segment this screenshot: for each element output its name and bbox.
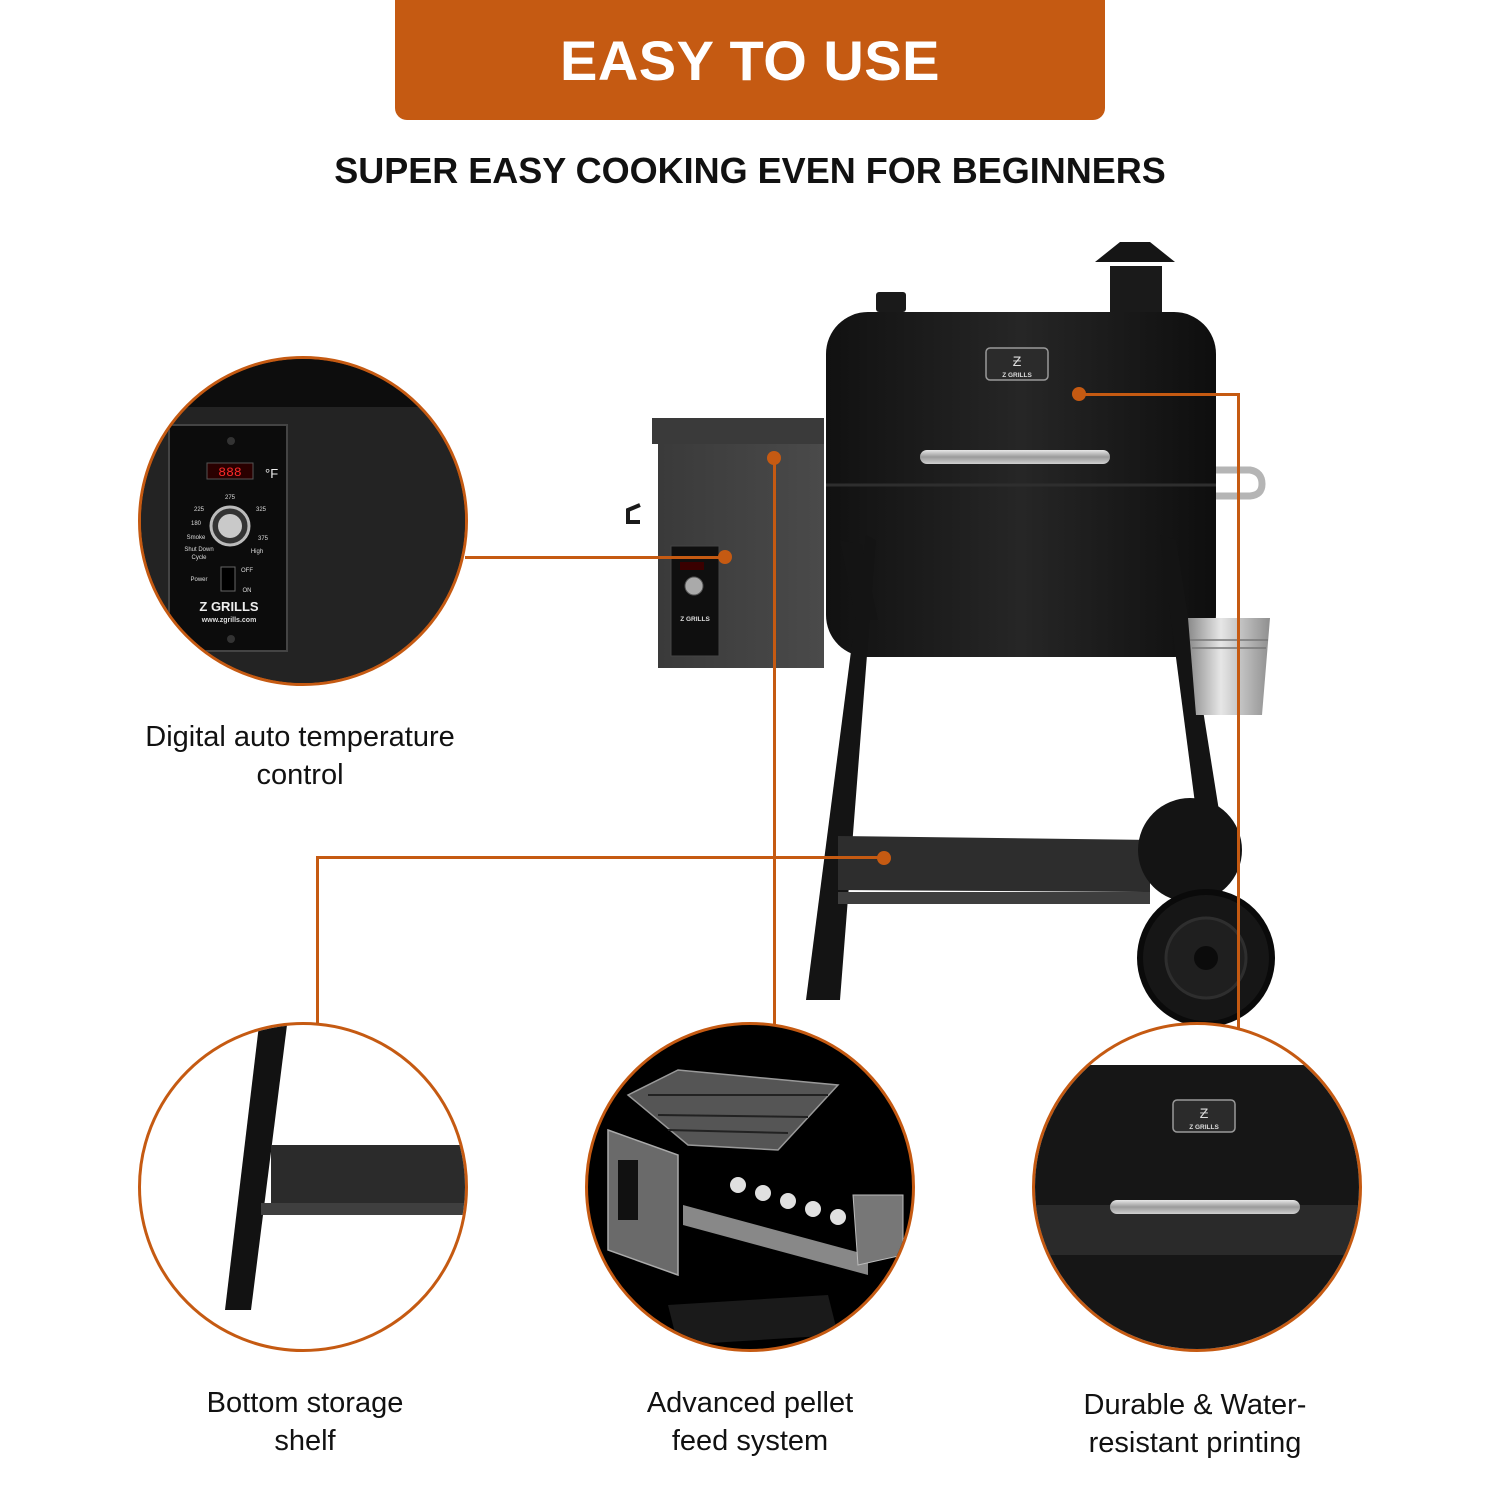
svg-text:325: 325 bbox=[256, 507, 267, 513]
detail-circle-storage-shelf bbox=[138, 1022, 468, 1352]
callout-line-lid-h bbox=[1078, 393, 1240, 396]
detail-circle-control-panel: 888 °F 275 225 325 180 Smoke 375 High Sh… bbox=[138, 356, 468, 686]
storage-shelf-image bbox=[225, 1025, 465, 1310]
svg-text:Z GRILLS: Z GRILLS bbox=[1002, 372, 1032, 379]
svg-text:ON: ON bbox=[243, 588, 252, 594]
svg-text:Z GRILLS: Z GRILLS bbox=[1189, 1124, 1219, 1131]
svg-text:275: 275 bbox=[225, 495, 236, 501]
svg-text:Shut Down: Shut Down bbox=[184, 547, 213, 553]
svg-text:Ƶ: Ƶ bbox=[1200, 1105, 1209, 1121]
callout-dot-temp bbox=[718, 550, 732, 564]
control-panel-image: 888 °F 275 225 325 180 Smoke 375 High Sh… bbox=[141, 359, 465, 683]
detail-circle-pellet-feed bbox=[585, 1022, 915, 1352]
svg-text:180: 180 bbox=[191, 521, 202, 527]
svg-text:375: 375 bbox=[258, 536, 269, 542]
page-subtitle: SUPER EASY COOKING EVEN FOR BEGINNERS bbox=[334, 150, 1166, 191]
svg-text:°F: °F bbox=[265, 466, 278, 481]
svg-text:Cycle: Cycle bbox=[191, 555, 207, 561]
pellet-feed-system-image bbox=[607, 1069, 904, 1345]
svg-text:High: High bbox=[251, 549, 263, 555]
svg-text:888: 888 bbox=[218, 465, 241, 480]
callout-line-temp-h bbox=[465, 556, 725, 559]
svg-text:OFF: OFF bbox=[241, 568, 253, 574]
svg-text:Power: Power bbox=[190, 577, 207, 583]
callout-line-pellet-v bbox=[773, 458, 776, 1026]
caption-water-resistant: Durable & Water- resistant printing bbox=[1083, 1389, 1307, 1459]
svg-text:Smoke: Smoke bbox=[187, 535, 206, 541]
callout-line-shelf-v bbox=[316, 856, 319, 1024]
callout-line-lid-v bbox=[1237, 393, 1240, 1028]
svg-text:Ƶ: Ƶ bbox=[1013, 353, 1022, 369]
caption-temperature-control: Digital auto temperature control bbox=[145, 721, 455, 791]
detail-circle-lid: Ƶ Z GRILLS bbox=[1032, 1022, 1362, 1352]
caption-pellet-feed: Advanced pellet feed system bbox=[646, 1387, 854, 1457]
svg-text:225: 225 bbox=[194, 507, 205, 513]
chimney-cap-icon bbox=[1095, 242, 1175, 262]
caption-storage-shelf: Bottom storage shelf bbox=[206, 1387, 404, 1457]
header-banner: EASY TO USE bbox=[395, 0, 1105, 120]
callout-dot-shelf bbox=[877, 851, 891, 865]
callout-line-shelf-h bbox=[316, 856, 882, 859]
svg-text:www.zgrills.com: www.zgrills.com bbox=[201, 617, 257, 624]
svg-text:Z GRILLS: Z GRILLS bbox=[199, 599, 259, 614]
banner-title: EASY TO USE bbox=[560, 28, 940, 92]
lid-detail-image: Ƶ Z GRILLS bbox=[1035, 1065, 1359, 1349]
svg-text:Z GRILLS: Z GRILLS bbox=[680, 616, 710, 623]
